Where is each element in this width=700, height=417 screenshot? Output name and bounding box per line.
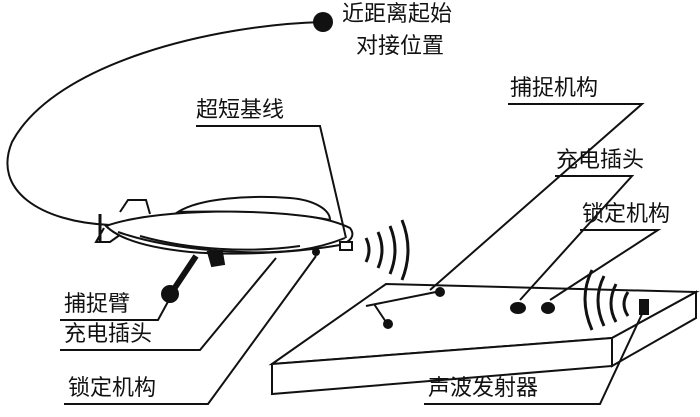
label-usbl: 超短基线	[196, 98, 285, 123]
deck-lock-mech	[541, 302, 555, 314]
label-charge-plug-auv: 充电插头	[64, 322, 153, 347]
label-start-position-line2: 对接位置	[356, 34, 445, 59]
platform-side	[611, 290, 697, 368]
auv-lock-dot	[312, 248, 320, 256]
deck-capture-foot	[383, 319, 393, 329]
deck-capture-joint	[435, 287, 445, 297]
auv-side-frame-2	[139, 235, 301, 251]
label-capture-mechanism: 捕捉机构	[510, 76, 599, 101]
label-acoustic-emitter: 声波发射器	[428, 376, 539, 401]
auv-vehicle	[94, 195, 354, 303]
deck-charge-plug	[510, 302, 526, 314]
auv-side-frame	[117, 231, 346, 254]
tail-fin-upper	[119, 199, 151, 215]
auv-sonar-waves	[364, 219, 410, 281]
start-position-dot	[313, 12, 333, 32]
label-lock-mechanism-dock: 锁定机构	[582, 202, 671, 227]
docking-platform	[268, 282, 700, 396]
auv-canopy	[174, 195, 332, 222]
acoustic-emitter-body	[639, 299, 649, 315]
label-capture-arm: 捕捉臂	[64, 292, 131, 317]
capture-arm-ball	[161, 285, 179, 303]
capture-arm-rod	[169, 254, 199, 294]
label-charge-plug-dock: 充电插头	[556, 148, 645, 173]
usbl-sensor	[339, 241, 353, 251]
deck-capture-arm	[365, 291, 437, 307]
deck-capture-arm-2	[373, 303, 387, 323]
label-start-position-line1: 近距离起始	[342, 2, 453, 27]
leader-lines	[60, 103, 662, 405]
label-lock-mechanism-auv: 锁定机构	[68, 376, 157, 401]
charge-plug-underbody	[206, 251, 226, 268]
approach-trajectory	[6, 21, 323, 226]
